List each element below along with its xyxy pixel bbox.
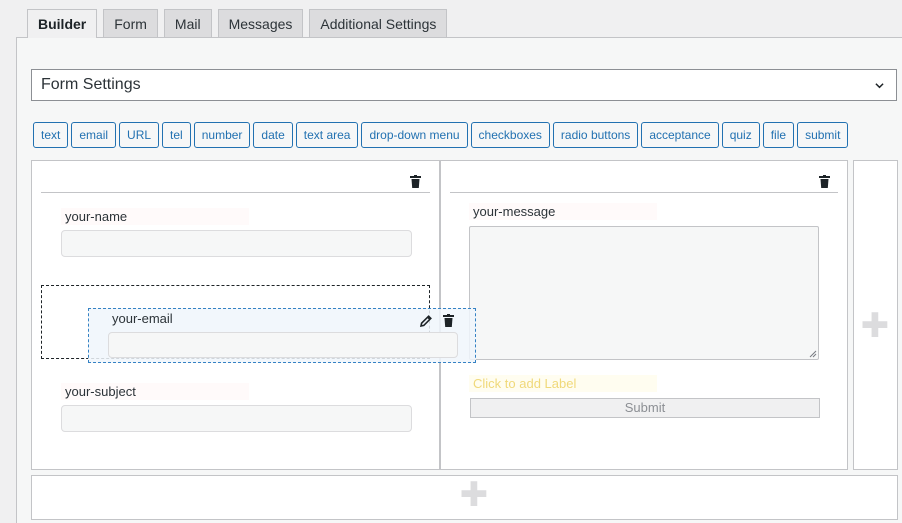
- chevron-down-icon: [875, 83, 884, 89]
- tab-builder[interactable]: Builder: [27, 9, 98, 38]
- add-url-button[interactable]: URL: [119, 122, 160, 148]
- your-subject-input[interactable]: [61, 405, 412, 432]
- dragging-field-your-email[interactable]: your-email: [88, 308, 476, 363]
- trash-icon[interactable]: [410, 175, 421, 188]
- add-submit-button[interactable]: submit: [797, 122, 849, 148]
- field-label-your-name[interactable]: your-name: [61, 208, 249, 225]
- your-email-input[interactable]: [108, 332, 458, 358]
- add-text-button[interactable]: text: [33, 122, 69, 148]
- field-label-your-message[interactable]: your-message: [469, 203, 657, 220]
- tab-bar: Builder Form Mail Messages Additional Se…: [27, 9, 448, 38]
- tab-mail[interactable]: Mail: [163, 9, 212, 37]
- right-column-divider: [450, 192, 838, 193]
- field-toolbar: text email URL tel number date text area…: [33, 122, 849, 148]
- add-label-placeholder[interactable]: Click to add Label: [469, 375, 657, 392]
- add-email-button[interactable]: email: [71, 122, 117, 148]
- field-label-your-subject[interactable]: your-subject: [61, 383, 249, 400]
- submit-button[interactable]: Submit: [470, 398, 820, 418]
- plus-icon[interactable]: ✚: [459, 476, 489, 514]
- add-file-button[interactable]: file: [762, 122, 795, 148]
- left-column-divider: [41, 192, 430, 193]
- add-textarea-button[interactable]: text area: [295, 122, 359, 148]
- your-message-textarea[interactable]: [469, 226, 819, 360]
- tab-messages[interactable]: Messages: [217, 9, 304, 37]
- pencil-icon[interactable]: [419, 314, 433, 328]
- tab-additional-settings[interactable]: Additional Settings: [309, 9, 448, 37]
- add-tel-button[interactable]: tel: [162, 122, 191, 148]
- add-acceptance-button[interactable]: acceptance: [641, 122, 719, 148]
- trash-icon[interactable]: [443, 314, 454, 327]
- add-quiz-button[interactable]: quiz: [721, 122, 760, 148]
- add-row-area[interactable]: ✚: [31, 475, 898, 520]
- your-name-input[interactable]: [61, 230, 412, 257]
- field-label-your-email[interactable]: your-email: [112, 311, 173, 326]
- plus-icon[interactable]: ✚: [860, 307, 890, 345]
- add-date-button[interactable]: date: [253, 122, 293, 148]
- form-settings-select[interactable]: Form Settings: [31, 69, 897, 101]
- resize-handle-icon[interactable]: [809, 350, 817, 358]
- add-checkboxes-button[interactable]: checkboxes: [470, 122, 550, 148]
- add-number-button[interactable]: number: [193, 122, 251, 148]
- add-radio-buttons-button[interactable]: radio buttons: [552, 122, 639, 148]
- tab-form[interactable]: Form: [103, 9, 158, 37]
- add-column-area[interactable]: ✚: [853, 160, 898, 470]
- form-settings-select-value: Form Settings: [41, 76, 141, 93]
- trash-icon[interactable]: [819, 175, 830, 188]
- add-dropdown-button[interactable]: drop-down menu: [361, 122, 468, 148]
